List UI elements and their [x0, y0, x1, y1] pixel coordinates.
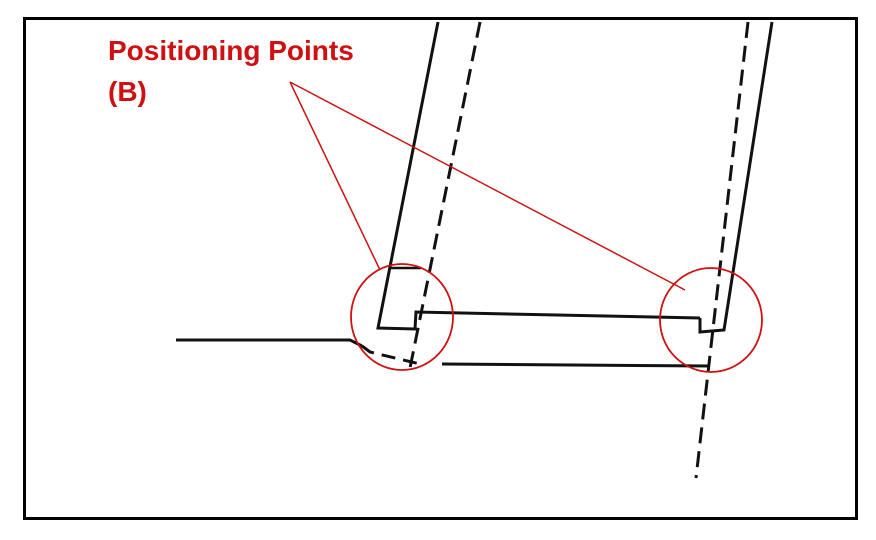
left-post-outline	[376, 21, 701, 331]
right-dashed-reference	[694, 21, 750, 479]
left-dashed-reference	[408, 21, 482, 369]
callout-label-line1: Positioning Points	[108, 35, 354, 66]
callout-label-line2: (B)	[108, 76, 147, 107]
leader-line-left	[289, 81, 381, 271]
leader-line-right	[289, 81, 686, 291]
base-line-left-dashed	[361, 344, 421, 366]
figure-frame	[23, 17, 858, 520]
positioning-point-circle-right	[659, 267, 763, 373]
positioning-point-circle-left	[350, 263, 454, 371]
base-line-lower	[441, 362, 711, 368]
right-post-outline	[698, 21, 774, 334]
